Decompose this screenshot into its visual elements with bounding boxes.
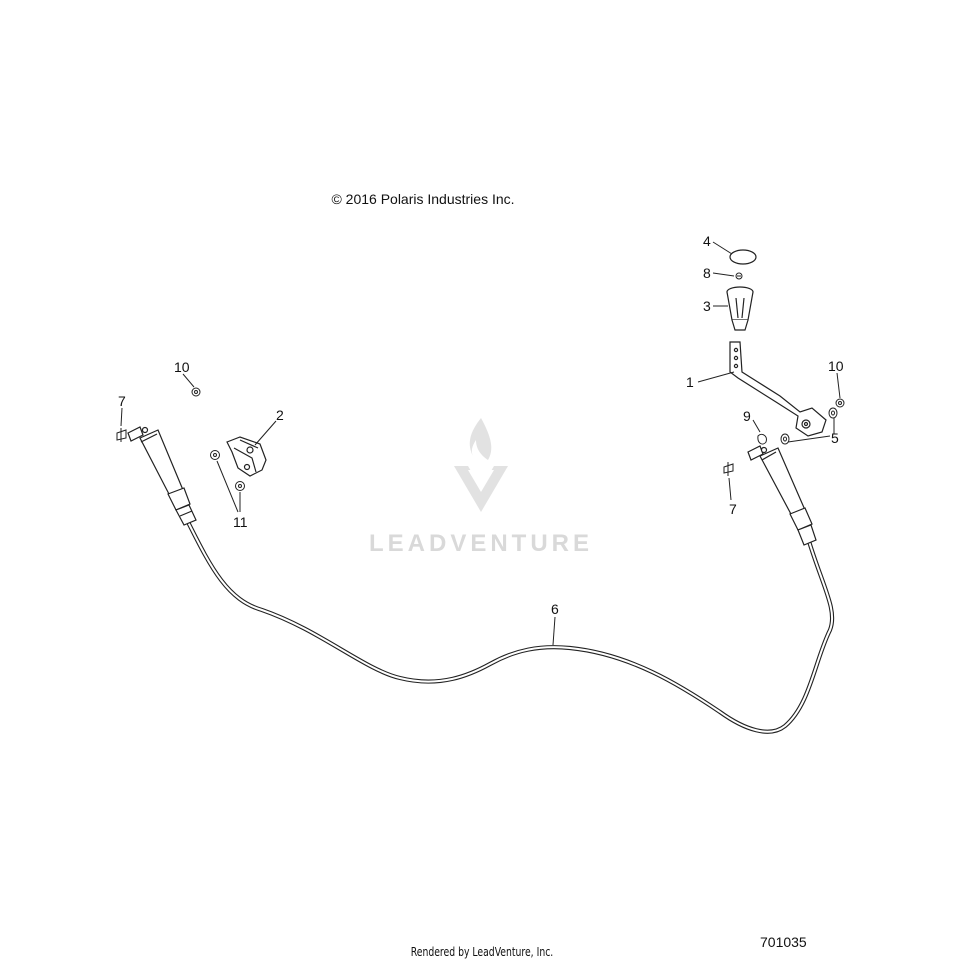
screw-8 (735, 272, 743, 280)
callout-8: 8 (703, 265, 711, 281)
leader-lines (120, 241, 841, 646)
right-clip (723, 462, 734, 476)
callout-4: 4 (703, 233, 711, 249)
watermark-text: LEADVENTURE (369, 530, 593, 557)
left-cable-end (127, 426, 197, 526)
callout-7-right: 7 (729, 501, 737, 517)
callout-3: 3 (703, 298, 711, 314)
cotter-pin-9 (757, 433, 767, 445)
cap-4 (729, 249, 757, 265)
copyright-text: © 2016 Polaris Industries Inc. (331, 191, 515, 207)
callout-10-left: 10 (174, 359, 190, 375)
callout-10-right: 10 (828, 358, 844, 374)
bracket-2 (226, 436, 267, 477)
shift-lever-1 (729, 341, 827, 437)
callout-7-left: 7 (118, 393, 126, 409)
leadventure-watermark: LEADVENTURE (369, 418, 593, 557)
callout-11: 11 (233, 514, 248, 530)
left-clip (116, 428, 127, 442)
document-number: 701035 (760, 934, 807, 950)
callout-6: 6 (551, 601, 559, 617)
right-cable-end (747, 445, 817, 546)
shift-knob-3 (726, 286, 754, 331)
left-nut-10 (191, 387, 201, 397)
washers-5 (780, 407, 838, 445)
right-nut-10 (835, 398, 845, 408)
cable-core (187, 521, 834, 733)
callout-2: 2 (276, 407, 284, 423)
callout-1: 1 (686, 374, 694, 390)
watermark-flame-icon (469, 418, 492, 460)
bolts-11 (210, 450, 245, 491)
callout-5: 5 (831, 430, 839, 446)
callout-9: 9 (743, 408, 751, 424)
rendered-by-text: Rendered by LeadVenture, Inc. (410, 945, 554, 959)
